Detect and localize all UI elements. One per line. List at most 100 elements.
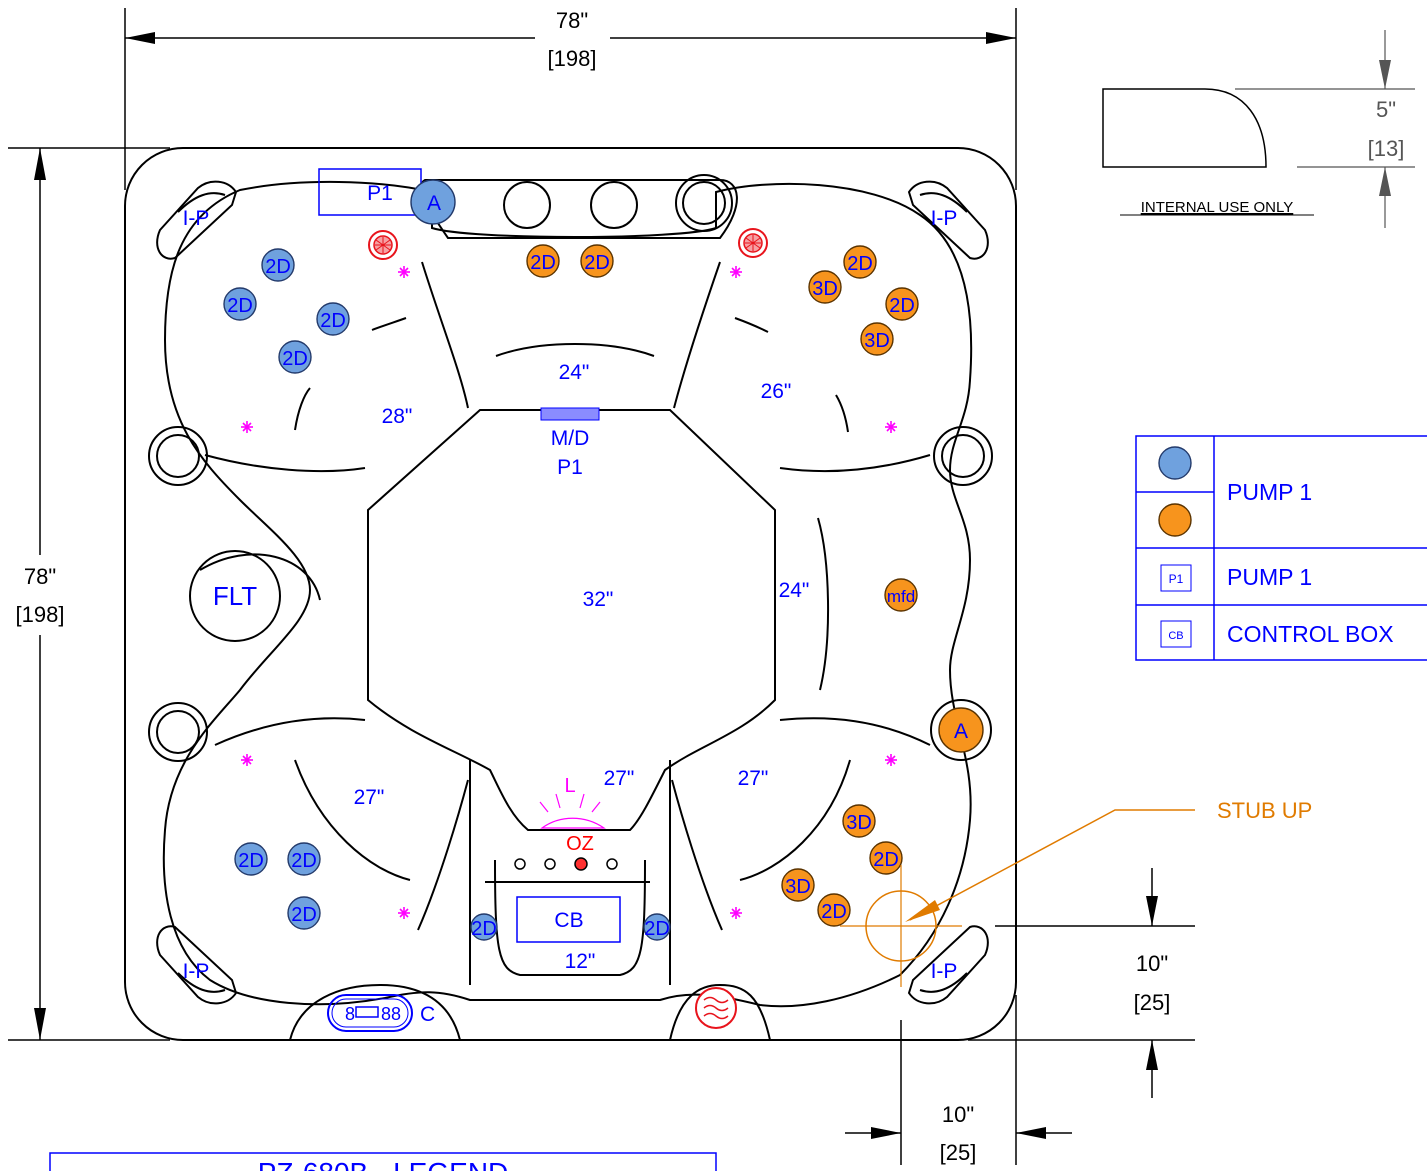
dimension-top-width: 78" [198] — [124, 8, 1017, 190]
jet-label: 2D — [282, 348, 308, 370]
jet-2d: 2D — [470, 913, 498, 941]
ip-label-bl: I-P — [183, 960, 210, 983]
svg-text:P1: P1 — [1169, 572, 1184, 586]
left-height-cm: [198] — [16, 602, 65, 627]
topside-buttons — [514, 857, 618, 871]
led-light — [398, 266, 410, 278]
led-light — [730, 266, 742, 278]
md-pump-label: P1 — [557, 456, 583, 479]
ip-label-tr: I-P — [931, 207, 958, 230]
svg-text:L: L — [564, 775, 575, 797]
jet-label: 3D — [785, 876, 811, 898]
seat-depth-26: 26" — [761, 380, 792, 403]
light: L — [539, 775, 606, 829]
led-light — [241, 754, 253, 766]
stub-up-label: STUB UP — [1217, 798, 1312, 823]
air-control-top: A — [410, 179, 456, 225]
mfd-fitting: mfd — [884, 578, 918, 612]
dimension-right-offset: 10" [25] — [968, 868, 1195, 1098]
jet-3d: 3D — [842, 804, 876, 838]
jet-2d: 2D — [843, 245, 877, 279]
jet-label: 3D — [864, 330, 890, 352]
ip-label-br: I-P — [931, 960, 958, 983]
jet-2d: 2D — [287, 842, 321, 876]
mini-diverter: M/D P1 — [540, 407, 600, 479]
svg-text:OZ: OZ — [566, 833, 594, 855]
jet-3d: 3D — [860, 322, 894, 356]
seat-depth-28: 28" — [382, 405, 413, 428]
jet-2d: 2D — [817, 893, 851, 927]
seat-depth-27-right: 27" — [738, 767, 769, 790]
control-box: CB — [516, 896, 621, 943]
legend-pump1-marker: PUMP 1 — [1227, 564, 1312, 590]
ozone-jet: OZ — [566, 833, 594, 855]
svg-text:88: 88 — [381, 1004, 401, 1024]
jet-label: 2D — [644, 918, 670, 940]
seat-depth-27-left: 27" — [354, 786, 385, 809]
pump-legend-table: PUMP 1 P1 PUMP 1 CB CONTROL BOX — [1135, 435, 1427, 661]
svg-text:C: C — [420, 1003, 435, 1026]
dimension-left-height: 78" [198] — [8, 147, 170, 1041]
svg-text:P1: P1 — [367, 182, 393, 205]
right-offset-cm: [25] — [1134, 990, 1171, 1015]
jet-label: 2D — [530, 252, 556, 274]
svg-text:8: 8 — [345, 1004, 355, 1024]
jet-label: 2D — [889, 295, 915, 317]
jet-label: 2D — [471, 918, 497, 940]
profile-in: 5" — [1376, 97, 1396, 122]
jet-2d: 2D — [869, 841, 903, 875]
jet-2d: 2D — [885, 287, 919, 321]
jet-2d: 2D — [580, 244, 614, 278]
console-depth-12: 12" — [565, 950, 596, 973]
svg-text:CB: CB — [1168, 630, 1183, 642]
svg-text:FLT: FLT — [213, 581, 257, 611]
bottom-offset-cm: [25] — [940, 1140, 977, 1165]
heater-step-outline — [669, 983, 771, 1041]
legend-orange-jet — [1158, 503, 1192, 537]
dimension-bottom-offset: 10" [25] — [845, 995, 1072, 1165]
air-control-right: A — [930, 699, 992, 761]
corner-pillow-br: I-P — [907, 925, 989, 1005]
corner-pillow-tl: I-P — [156, 180, 238, 260]
center-console-sides — [469, 760, 671, 985]
led-light — [885, 421, 897, 433]
jet-2d: 2D — [316, 302, 350, 336]
led-light — [241, 421, 253, 433]
svg-text:A: A — [427, 192, 441, 215]
jet-label: 2D — [584, 252, 610, 274]
svg-text:mfd: mfd — [887, 587, 915, 606]
jet-label: 2D — [291, 850, 317, 872]
heater-return — [695, 987, 737, 1029]
stub-up-callout: STUB UP — [840, 798, 1312, 987]
jet-2d: 2D — [223, 287, 257, 321]
md-label: M/D — [551, 427, 590, 450]
led-light — [398, 907, 410, 919]
jet-label: 2D — [265, 256, 291, 278]
cup-holders — [148, 174, 993, 762]
jet-2d: 2D — [287, 896, 321, 930]
control-step-outline — [289, 983, 461, 1041]
jet-2d: 2D — [278, 340, 312, 374]
topside-control-c: 8 88 C — [327, 994, 435, 1032]
footwell-depth-32: 32" — [583, 588, 614, 611]
seat-depth-24-right: 24" — [779, 579, 810, 602]
footwell-octagon — [367, 409, 776, 831]
pump1-marker-top: P1 — [318, 168, 422, 216]
corner-pillow-tr: I-P — [907, 180, 989, 260]
seat-depth-24-top: 24" — [559, 361, 590, 384]
right-offset-in: 10" — [1136, 951, 1168, 976]
jet-label: 2D — [847, 253, 873, 275]
ip-label-tl: I-P — [183, 207, 210, 230]
bottom-offset-in: 10" — [942, 1102, 974, 1127]
jet-label: 3D — [846, 812, 872, 834]
inner-seating-contour — [162, 180, 973, 1008]
seat-depth-27-center: 27" — [604, 767, 635, 790]
internal-use-note: INTERNAL USE ONLY — [1141, 199, 1294, 216]
jet-2d: 2D — [643, 913, 671, 941]
led-light — [885, 754, 897, 766]
top-width-in: 78" — [556, 8, 588, 33]
svg-text:CB: CB — [554, 909, 583, 932]
corner-pillow-bl: I-P — [156, 925, 238, 1005]
seat-dividers — [199, 261, 931, 931]
